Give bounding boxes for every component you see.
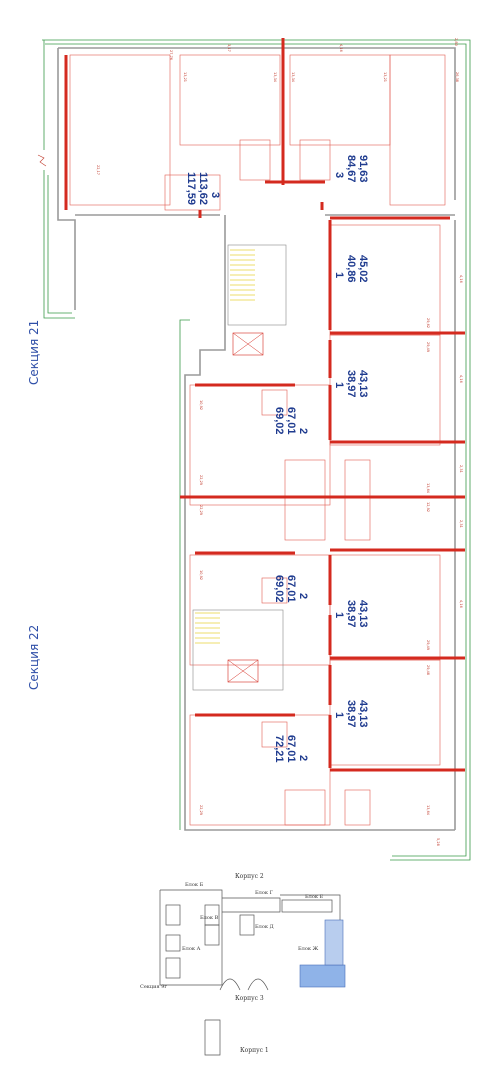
dimension-label: 4,16: [459, 275, 463, 283]
svg-text:1: 1: [333, 612, 345, 618]
key-label-korpus1: Корпус 1: [240, 1047, 269, 1054]
dimension-label: 2,31: [459, 520, 463, 528]
svg-text:113,62: 113,62: [197, 172, 209, 205]
key-highlight-section: [299, 964, 346, 988]
stairwell-upper: [227, 244, 287, 356]
key-block-label: Блок Б: [185, 882, 204, 888]
dimension-label: 22,17: [96, 165, 100, 175]
dimension-label: 5,28: [436, 838, 440, 846]
key-block-label: Секция 9г: [140, 984, 167, 990]
dimension-label: 13,21: [383, 72, 387, 82]
dimension-label: 10,92: [199, 570, 203, 580]
svg-text:2: 2: [297, 755, 309, 761]
svg-text:43,13: 43,13: [357, 700, 369, 728]
section-break-mark: [37, 154, 47, 167]
unit-label-5: 2 67,01 69,02: [273, 407, 309, 435]
key-block-label: Блок Е: [305, 894, 324, 900]
svg-text:43,13: 43,13: [357, 600, 369, 628]
unit-label-6: 2 67,01 69,02: [273, 575, 309, 603]
dimension-label: 2,31: [459, 465, 463, 473]
dimension-label: 29,49: [426, 342, 430, 352]
dimension-label: 22,29: [199, 505, 203, 515]
unit-label-7: 1 38,97 43,13: [333, 600, 369, 628]
section-label-22: Секция 22: [27, 625, 41, 690]
building-outline: [42, 39, 471, 861]
svg-text:38,97: 38,97: [345, 700, 357, 728]
unit-label-3: 1 40,86 45,02: [333, 255, 369, 283]
svg-text:69,02: 69,02: [273, 407, 285, 435]
key-block-label: Блок Д: [255, 924, 274, 930]
dimension-label: 22,29: [199, 805, 203, 815]
exterior-walls: [57, 47, 456, 831]
unit-label-4: 1 38,97 43,13: [333, 370, 369, 398]
key-block-label: Блок А: [182, 946, 201, 952]
svg-text:2: 2: [297, 428, 309, 434]
dimension-label: 13,64: [426, 805, 430, 816]
unit-dividing-walls: [64, 38, 465, 772]
svg-text:3: 3: [209, 192, 221, 198]
stairwell-lower: [192, 609, 284, 691]
svg-text:67,01: 67,01: [285, 407, 297, 435]
svg-text:45,02: 45,02: [357, 255, 369, 283]
svg-text:2: 2: [297, 593, 309, 599]
dimension-label: 22,29: [199, 475, 203, 485]
svg-text:38,97: 38,97: [345, 600, 357, 628]
svg-text:84,67: 84,67: [345, 155, 357, 183]
dimension-label: 2,80: [454, 38, 458, 46]
svg-text:1: 1: [333, 272, 345, 278]
dimension-label: 4,16: [339, 44, 343, 52]
dimension-label: 29,49: [426, 640, 430, 650]
dimension-label: 10,92: [199, 400, 203, 410]
dimension-label: 13,21: [183, 72, 187, 82]
unit-label-1: 3 113,62 117,59: [185, 172, 221, 205]
key-label-korpus2: Корпус 2: [235, 873, 264, 880]
dimension-label: 4,16: [459, 375, 463, 383]
dimension-label: 12,92: [426, 502, 430, 512]
svg-text:69,02: 69,02: [273, 575, 285, 603]
dimension-label: 29,48: [426, 665, 430, 675]
dimension-label: 27,76: [169, 50, 173, 60]
dimension-label: 13,34: [273, 72, 277, 83]
svg-text:1: 1: [333, 382, 345, 388]
dimension-label: 29,62: [426, 318, 430, 328]
key-block-label: Блок Ж: [298, 946, 319, 952]
key-label-korpus3: Корпус 3: [235, 995, 264, 1002]
key-block-label: Блок Г: [255, 890, 274, 896]
svg-text:1: 1: [333, 712, 345, 718]
unit-label-9: 2 67,01 72,21: [273, 735, 309, 763]
key-block-label: Блок В: [200, 915, 219, 921]
key-plan: Корпус 2 Корпус 3 Корпус 1 Блок Б Блок Г…: [140, 873, 346, 1056]
unit-label-2: 3 84,67 91,63: [333, 155, 369, 183]
section-label-21: Секция 21: [27, 320, 41, 385]
svg-text:72,21: 72,21: [273, 735, 285, 763]
key-highlight-block: [324, 919, 344, 966]
svg-text:67,01: 67,01: [285, 735, 297, 763]
svg-text:117,59: 117,59: [185, 172, 197, 205]
dimension-label: 4,16: [459, 600, 463, 608]
svg-text:40,86: 40,86: [345, 255, 357, 283]
unit-label-8: 1 38,97 43,13: [333, 700, 369, 728]
svg-text:38,97: 38,97: [345, 370, 357, 398]
dimension-label: 13,64: [426, 483, 430, 494]
dimension-label: 3,17: [227, 44, 231, 52]
svg-text:67,01: 67,01: [285, 575, 297, 603]
svg-text:3: 3: [333, 172, 345, 178]
svg-text:91,63: 91,63: [357, 155, 369, 183]
dimension-label: 13,34: [291, 72, 295, 83]
dimension-label: 26,38: [455, 72, 459, 82]
interior-partitions: [69, 54, 446, 826]
svg-text:43,13: 43,13: [357, 370, 369, 398]
dimension-labels: 27,76 3,17 4,16 2,80 13,21 13,34 13,34 1…: [96, 38, 463, 846]
